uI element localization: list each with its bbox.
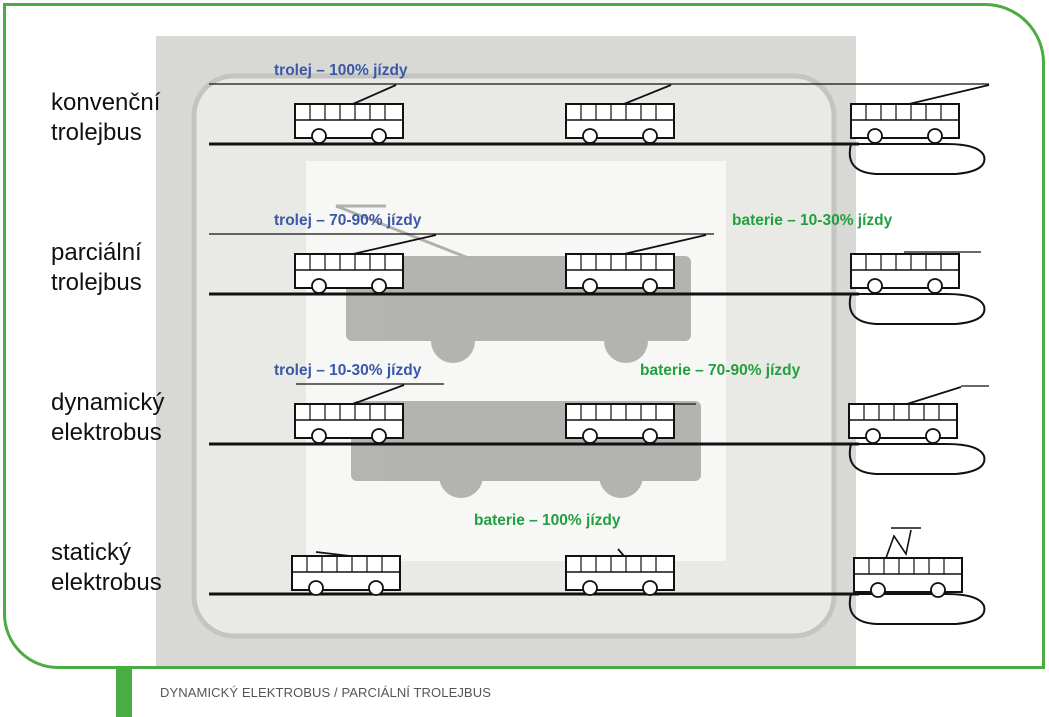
slide-frame: konvenční trolejbus parciální trolejbus … xyxy=(3,3,1045,669)
bus-wheel xyxy=(582,428,598,444)
bus-body xyxy=(294,253,404,289)
bus-trolley-pole xyxy=(906,386,962,405)
bus-wheel xyxy=(582,278,598,294)
bus-wheel xyxy=(642,128,658,144)
pantograph-icon xyxy=(885,529,912,559)
bus-trolley-pole xyxy=(908,84,990,105)
footer-caption: DYNAMICKÝ ELEKTROBUS / PARCIÁLNÍ TROLEJB… xyxy=(160,685,491,700)
row-label-line2: elektrobus xyxy=(51,419,162,446)
bus-wheel xyxy=(311,128,327,144)
row-label-line1: parciální xyxy=(51,239,142,266)
annotation-battery-share: baterie – 100% jízdy xyxy=(474,512,621,529)
background-road-sign xyxy=(156,36,856,666)
bus-wheel xyxy=(867,278,883,294)
row-label-dynamicky: dynamický elektrobus xyxy=(51,388,164,448)
bus-trolley-pole xyxy=(617,548,625,557)
bus-wheel xyxy=(582,580,598,596)
bus-wheel xyxy=(311,428,327,444)
bus-trolley-pole xyxy=(623,84,672,105)
bus-body xyxy=(565,253,675,289)
bus-wheel xyxy=(642,428,658,444)
bus-body xyxy=(850,253,960,289)
bus-wheel xyxy=(642,278,658,294)
bus-wheel xyxy=(870,582,886,598)
bus-wheel xyxy=(368,580,384,596)
turnaround-loop xyxy=(848,593,986,625)
bus-body xyxy=(294,403,404,439)
annotation-trolley-share: trolej – 70-90% jízdy xyxy=(274,212,422,229)
bus-wheel xyxy=(867,128,883,144)
bus-wheel xyxy=(927,278,943,294)
bus-body xyxy=(565,103,675,139)
bus-body xyxy=(850,103,960,139)
turnaround-loop xyxy=(848,293,986,325)
bus-wheel xyxy=(925,428,941,444)
bus-wheel xyxy=(582,128,598,144)
bus-trolley-pole xyxy=(315,551,351,557)
row-label-line2: trolejbus xyxy=(51,269,142,296)
annotation-battery-share: baterie – 70-90% jízdy xyxy=(640,362,801,379)
bus-body xyxy=(294,103,404,139)
row-label-line2: trolejbus xyxy=(51,119,142,146)
row-label-konvencni: konvenční trolejbus xyxy=(51,88,160,148)
row-label-staticky: statický elektrobus xyxy=(51,538,162,598)
bus-body xyxy=(565,403,675,439)
annotation-trolley-share: trolej – 100% jízdy xyxy=(274,62,408,79)
bus-wheel xyxy=(371,428,387,444)
row-label-line1: dynamický xyxy=(51,389,165,416)
row-label-line1: konvenční xyxy=(51,89,161,116)
bus-trolley-pole xyxy=(352,84,397,105)
bus-wheel xyxy=(642,580,658,596)
trolleybus-diagram xyxy=(209,83,990,625)
annotation-battery-share: baterie – 10-30% jízdy xyxy=(732,212,893,229)
turnaround-loop xyxy=(848,143,986,175)
row-label-line2: elektrobus xyxy=(51,569,162,596)
bus-trolley-pole xyxy=(623,234,707,255)
turnaround-loop xyxy=(848,443,986,475)
bus-wheel xyxy=(865,428,881,444)
row-label-line1: statický xyxy=(51,539,132,566)
row-label-parcialni: parciální trolejbus xyxy=(51,238,142,298)
bus-body xyxy=(853,557,963,593)
bus-trolley-pole xyxy=(352,234,437,255)
bus-wheel xyxy=(371,278,387,294)
annotation-trolley-share: trolej – 10-30% jízdy xyxy=(274,362,422,379)
bus-wheel xyxy=(927,128,943,144)
bus-trolley-pole xyxy=(352,384,405,405)
bus-body xyxy=(291,555,401,591)
bus-wheel xyxy=(930,582,946,598)
footer-accent-bar xyxy=(116,667,132,717)
bus-wheel xyxy=(308,580,324,596)
bus-body xyxy=(848,403,958,439)
bus-body xyxy=(565,555,675,591)
bus-wheel xyxy=(311,278,327,294)
bus-wheel xyxy=(371,128,387,144)
